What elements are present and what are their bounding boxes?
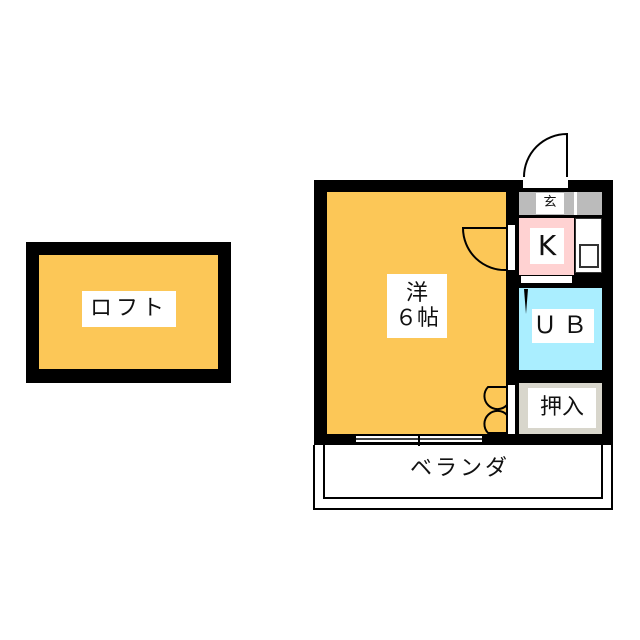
western-room-label: 洋 ６帖 — [387, 274, 447, 338]
balcony-inner — [323, 445, 603, 499]
entrance-divider — [574, 192, 577, 215]
balcony-window-icon — [356, 434, 482, 446]
bath-label: ＵＢ — [532, 309, 594, 343]
balcony-label: ベランダ — [409, 456, 510, 482]
kitchen-label: K — [530, 228, 564, 264]
western-room-type: 洋 — [405, 280, 428, 306]
room-door-icon — [461, 225, 515, 272]
entrance-label: 玄 — [536, 193, 564, 214]
western-room-size: ６帖 — [394, 306, 439, 331]
bath-threshold — [521, 276, 572, 283]
closet-label: 押入 — [528, 388, 596, 428]
loft-label: ロフト — [82, 291, 176, 327]
bath-door-mark-icon — [524, 289, 528, 314]
closet-door-icon — [483, 385, 515, 434]
entry-door-icon — [523, 132, 568, 188]
balcony-outer — [313, 445, 613, 510]
kitchen-sink-icon — [579, 244, 599, 268]
